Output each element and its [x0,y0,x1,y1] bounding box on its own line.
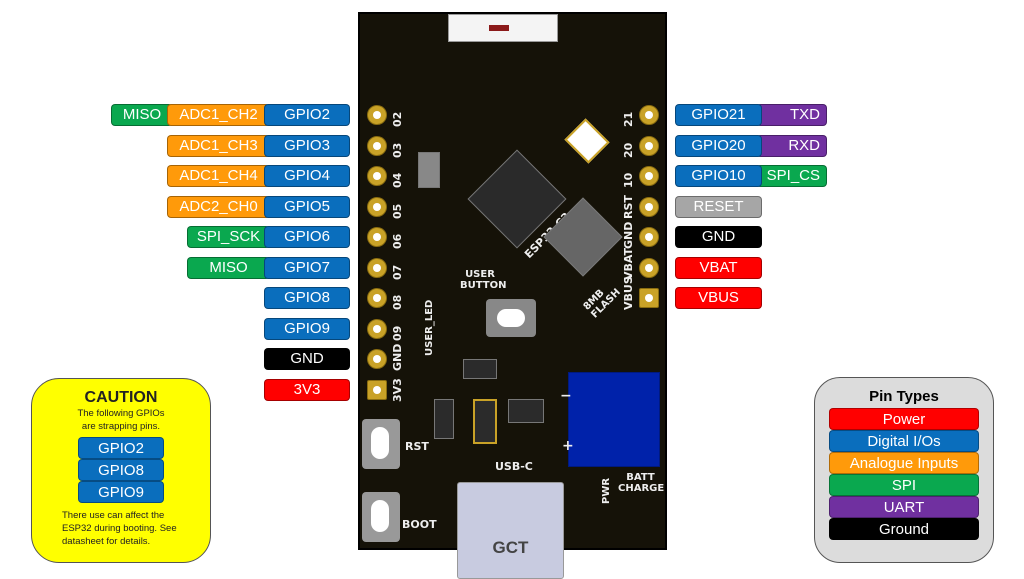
antenna [448,14,558,42]
pin-label-ground: GND [675,226,762,248]
pin-label-digital: GPIO2 [264,104,350,126]
battery-connector [568,372,660,467]
usb-c-connector[interactable]: GCT [457,482,564,579]
pin-label-spi: SPI_CS [756,165,827,187]
pin-pad[interactable] [367,288,387,308]
pin-silk-label: VBAT [622,247,635,280]
connector-brand: GCT [492,538,529,557]
legend-title: Pin Types [869,388,939,405]
pin-silk-label: 3V3 [391,377,404,402]
pin-pad[interactable] [367,166,387,186]
pin-silk-label: RST [622,194,635,219]
pin-silk-label: 02 [391,111,404,127]
user-button[interactable] [486,299,536,337]
battery-plus: + [562,438,574,454]
pin-pad[interactable] [367,257,387,278]
mosfet [463,359,497,379]
pin-silk-label: 03 [391,142,404,158]
legend-item-digital: Digital I/Os [829,430,979,452]
pin-label-digital: GPIO7 [264,256,350,279]
pin-label-power: 3V3 [264,378,350,401]
pin-silk-label: 05 [391,203,404,219]
pin-pad[interactable] [639,288,659,308]
strapping-pin: GPIO2 [78,437,164,459]
pin-silk-label: 20 [622,142,635,158]
pin-label-digital: GPIO9 [264,317,350,340]
legend-item-ground: Ground [829,518,979,540]
pin-silk-label: 08 [391,294,404,310]
caution-box: CAUTION The following GPIOs are strappin… [31,378,211,563]
pin-pad[interactable] [367,318,387,339]
strapping-pin: GPIO8 [78,459,164,481]
legend-item-spi: SPI [829,474,979,496]
pin-label-spi: SPI_SCK [187,226,270,248]
caution-intro: The following GPIOs are strapping pins. [77,408,165,432]
pin-label-digital: GPIO20 [675,134,762,157]
rst-label: RST [405,440,429,453]
pin-pad[interactable] [367,135,387,156]
pin-silk-label: 09 [391,325,404,341]
pin-pad[interactable] [367,196,387,217]
battery-minus: − [560,388,572,404]
pin-pad[interactable] [367,227,387,247]
batt-charge-label: BATT CHARGE [618,472,665,494]
pin-label-analog: ADC1_CH4 [167,165,270,187]
pin-pad[interactable] [367,349,387,369]
pin-silk-label: 21 [622,111,635,127]
legend-item-power: Power [829,408,979,430]
charger-ic [473,399,497,444]
pin-label-digital: GPIO5 [264,195,350,218]
pin-label-digital: GPIO3 [264,134,350,157]
pin-pad[interactable] [639,166,659,186]
pin-label-digital: GPIO4 [264,165,350,187]
user-led-label: USER_LED [424,299,435,356]
diode [434,399,454,439]
pin-pad[interactable] [639,196,659,217]
regulator [418,152,440,188]
caution-title: CAUTION [84,389,158,406]
caution-note: There use can affect the ESP32 during bo… [62,510,177,547]
pin-label-power: VBUS [675,287,762,309]
pin-silk-label: GND [391,343,404,371]
pin-pad[interactable] [639,257,659,278]
pin-label-uart: TXD [756,104,827,126]
rst-button[interactable] [362,419,400,469]
pin-silk-label: 10 [622,172,635,188]
pin-label-analog: ADC2_CH0 [167,195,270,218]
pin-label-spi: MISO [187,256,270,279]
pin-silk-label: GND [622,221,635,249]
user-button-label: USER BUTTON [460,269,507,291]
pin-silk-label: 06 [391,233,404,249]
boot-button[interactable] [362,492,400,542]
crystal [564,118,610,164]
pin-label-power: VBAT [675,256,762,279]
pin-pad[interactable] [639,105,659,125]
legend-item-uart: UART [829,496,979,518]
pin-pad[interactable] [367,379,387,400]
pin-label-digital: GPIO6 [264,226,350,248]
legend-item-analog: Analogue Inputs [829,452,979,474]
pin-silk-label: 07 [391,264,404,280]
pin-label-digital: GPIO21 [675,104,762,126]
pin-label-ground: GND [264,348,350,370]
pin-label-analog: ADC1_CH3 [167,134,270,157]
pin-pad[interactable] [367,105,387,125]
boot-label: BOOT [402,518,437,531]
strapping-pin: GPIO9 [78,481,164,503]
pin-pad[interactable] [639,135,659,156]
pin-label-reset: RESET [675,195,762,218]
pin-label-digital: GPIO10 [675,165,762,187]
pin-pad[interactable] [639,227,659,247]
pin-label-digital: GPIO8 [264,287,350,309]
ldo [508,399,544,423]
pin-label-uart: RXD [756,134,827,157]
pin-silk-label: 04 [391,172,404,188]
pin-label-spi: MISO [111,104,173,126]
usb-c-label: USB-C [495,460,533,473]
pwr-label: PWR [601,477,612,504]
pin-label-analog: ADC1_CH2 [167,104,270,126]
